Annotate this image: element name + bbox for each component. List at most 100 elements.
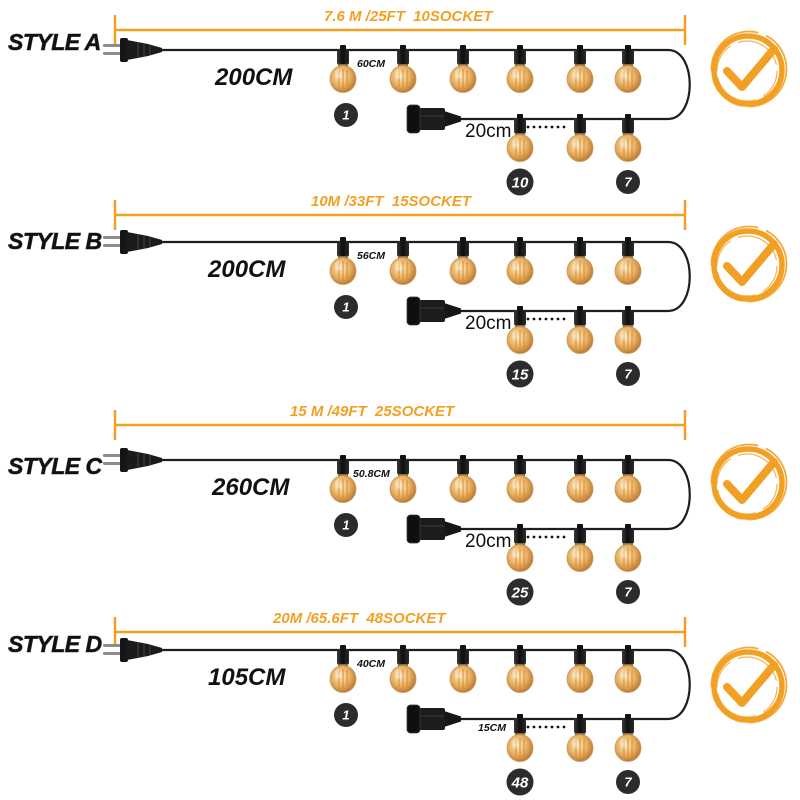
socket-connector-icon: [406, 514, 461, 544]
bulb-socket: [457, 49, 469, 65]
bulb: [506, 45, 534, 93]
check-ring: [711, 649, 785, 723]
bulb-socket: [574, 459, 586, 475]
bulb-socket: [574, 241, 586, 257]
length-dimension-line: [113, 617, 687, 647]
bulb: [389, 645, 417, 693]
number-badge-text: 1: [342, 518, 349, 533]
dot: [550, 317, 554, 321]
number-badge-circle: [616, 770, 640, 794]
dot: [526, 725, 530, 729]
continuation-dots: [526, 535, 566, 539]
plug-pin: [103, 462, 122, 465]
bulb-filament: [575, 138, 585, 157]
plug-icon: [103, 448, 162, 472]
number-badge-text: 10: [512, 174, 529, 191]
bulb-socket: [397, 49, 409, 65]
check-mark: [723, 240, 778, 286]
number-badge-text: 1: [342, 108, 349, 123]
bulb: [566, 45, 594, 93]
bulb-highlight: [572, 669, 578, 679]
number-badge-circle: [506, 360, 534, 388]
bulb-highlight: [395, 479, 401, 489]
end-spacing-label: 20cm: [465, 531, 511, 552]
bulb: [566, 524, 594, 572]
number-badge-circle: [506, 578, 534, 606]
bulb: [449, 645, 477, 693]
plug-icon: [103, 230, 162, 254]
plug-pin: [103, 652, 122, 655]
bulb-highlight: [512, 138, 518, 148]
length-dimension-line: [113, 200, 687, 230]
bulb-filament: [575, 479, 585, 498]
number-badge-circle: [334, 103, 358, 127]
bulb-socket: [397, 241, 409, 257]
bulb: [506, 455, 534, 503]
bulb-socket: [622, 718, 634, 734]
bulb-socket: [514, 528, 526, 544]
bulb-spacing-label: 40CM: [356, 658, 385, 670]
plug-pin: [103, 52, 122, 55]
bulb-filament: [398, 261, 408, 280]
bulb-highlight: [620, 261, 626, 271]
bulb: [614, 45, 642, 93]
connector-body: [418, 300, 445, 322]
lead-cable-length: 260CM: [211, 474, 290, 501]
bulb: [614, 645, 642, 693]
first-bulb-number-badge: 1: [334, 703, 358, 727]
bulb-highlight: [335, 479, 341, 489]
bulb-highlight: [395, 669, 401, 679]
dot: [550, 535, 554, 539]
bulb-filament: [458, 479, 468, 498]
lead-cable-length: 200CM: [214, 64, 293, 91]
bulb: [449, 237, 477, 285]
plug-pin: [103, 236, 122, 239]
number-badge-text: 7: [624, 775, 632, 790]
length-dimension-line: [113, 15, 687, 45]
number-badge-text: 1: [342, 300, 349, 315]
dot: [562, 125, 566, 129]
bulb-socket: [622, 459, 634, 475]
bulb-filament: [458, 261, 468, 280]
bulb-highlight: [620, 69, 626, 79]
return-bulb-number-badge: 7: [616, 362, 640, 386]
bulb: [389, 45, 417, 93]
plug-pin: [103, 244, 122, 247]
bulb-filament: [515, 738, 525, 757]
bulb-filament: [575, 261, 585, 280]
check-ring-brush: [710, 225, 788, 303]
lead-cable-length: 105CM: [208, 664, 286, 691]
dot: [544, 125, 548, 129]
socket-connector-icon: [406, 296, 461, 326]
last-bulb-number-badge: 25: [506, 578, 534, 606]
bulb: [329, 645, 357, 693]
cable: [160, 458, 691, 531]
bulb-socket: [514, 118, 526, 134]
check-mark: [723, 458, 778, 504]
connector-body: [418, 518, 445, 540]
return-bulb-number-badge: 7: [616, 580, 640, 604]
total-length-label: 15 M /49FT 25SOCKET: [290, 403, 456, 420]
bulb-socket: [574, 310, 586, 326]
dot: [556, 317, 560, 321]
bulb-highlight: [572, 330, 578, 340]
check-circle-icon: [710, 225, 788, 303]
cable: [160, 648, 691, 721]
bulb-highlight: [572, 261, 578, 271]
bulb-filament: [575, 330, 585, 349]
bulb-filament: [398, 69, 408, 88]
bulb-filament: [515, 330, 525, 349]
total-length-label: 10M /33FT 15SOCKET: [311, 193, 473, 210]
check-ring: [711, 228, 785, 302]
dot: [532, 125, 536, 129]
number-badge-circle: [334, 295, 358, 319]
bulb: [506, 645, 534, 693]
dot: [538, 125, 542, 129]
bulb-filament: [458, 69, 468, 88]
bulb-filament: [575, 669, 585, 688]
dot: [556, 125, 560, 129]
check-ring-brush: [710, 443, 788, 521]
number-badge-circle: [506, 168, 534, 196]
